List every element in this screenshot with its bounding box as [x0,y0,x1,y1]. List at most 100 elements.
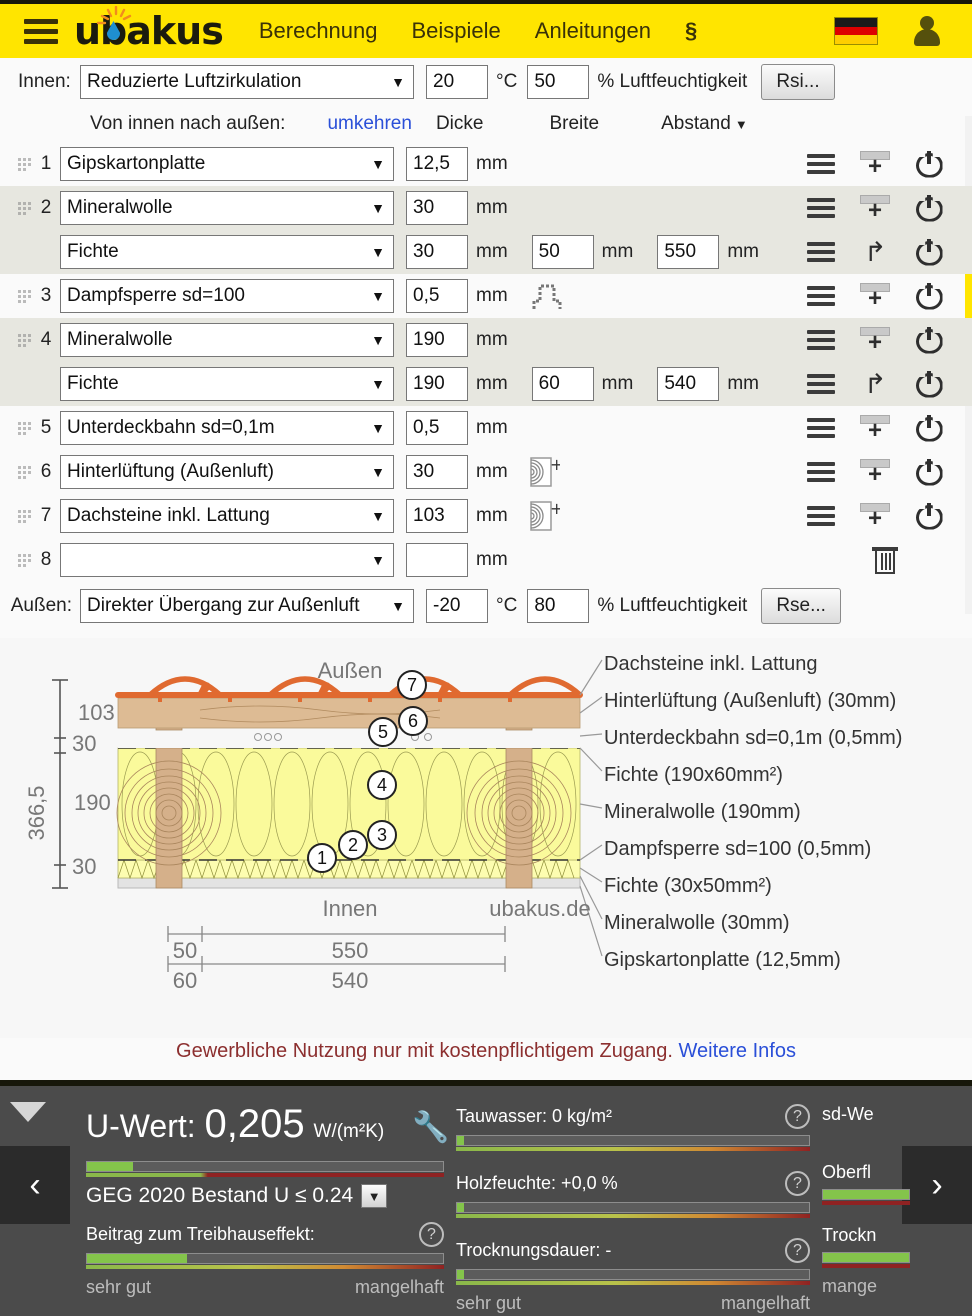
rse-button[interactable]: Rse... [761,588,841,624]
question-icon[interactable]: ? [785,1238,810,1263]
drag-handle-icon[interactable] [18,333,32,347]
question-icon[interactable]: ? [419,1222,444,1247]
brand-logo[interactable]: ubakus [74,4,224,58]
layer-menu-icon[interactable] [806,457,836,487]
layer-material-select[interactable] [60,543,394,577]
layer-material-select[interactable] [60,147,394,181]
next-page-button[interactable]: › [902,1146,972,1224]
drag-handle-icon[interactable] [18,421,32,435]
collapse-panel-icon[interactable] [10,1102,46,1122]
beam-width-input[interactable] [531,367,594,401]
add-layer-icon[interactable]: + [860,501,890,531]
inside-temperature-input[interactable] [426,65,488,99]
layer-material-select[interactable] [60,191,394,225]
diagram-badge-1[interactable]: 1 [307,843,337,873]
hamburger-icon[interactable] [14,18,68,44]
drag-handle-icon[interactable] [18,509,32,523]
layer-thickness-input[interactable] [406,191,468,225]
toggle-layer-icon[interactable] [914,325,944,355]
wrench-icon[interactable]: 🔧 [412,1111,450,1144]
remove-beam-icon[interactable]: ↰ [863,368,887,399]
outside-humidity-input[interactable] [527,589,590,623]
layer-menu-icon[interactable] [806,413,836,443]
layer-material-select[interactable] [60,279,394,313]
layer-menu-icon[interactable] [806,149,836,179]
add-beam-icon[interactable]: + [529,500,560,532]
layer-thickness-input[interactable] [406,323,468,357]
beam-thickness-input[interactable] [406,235,468,269]
layer-material-select[interactable] [60,411,394,445]
layer-menu-icon[interactable] [806,237,836,267]
outside-temperature-input[interactable] [426,589,488,623]
layer-material-select[interactable] [60,323,394,357]
add-layer-icon[interactable]: + [860,281,890,311]
diagram-badge-4[interactable]: 4 [367,770,397,800]
drag-handle-icon[interactable] [18,157,32,171]
nav-item-impressum[interactable]: § [685,18,698,43]
diagram-badge-5[interactable]: 5 [368,717,398,747]
beam-material-select[interactable] [60,235,394,269]
toggle-layer-icon[interactable] [914,237,944,267]
layer-thickness-input[interactable] [406,543,468,577]
reverse-link[interactable]: umkehren [327,113,412,134]
rsi-button[interactable]: Rsi... [761,64,835,100]
add-layer-icon[interactable]: + [860,149,890,179]
layer-thickness-input[interactable] [406,499,468,533]
question-icon[interactable]: ? [785,1104,810,1129]
add-layer-icon[interactable]: + [860,193,890,223]
toggle-layer-icon[interactable] [914,281,944,311]
toggle-layer-icon[interactable] [914,413,944,443]
abstand-caret-icon[interactable]: ▼ [734,116,748,132]
layer-menu-icon[interactable] [806,281,836,311]
toggle-layer-icon[interactable] [914,193,944,223]
layer-row: 4 ▼ mm + [0,318,972,362]
de-flag-icon[interactable] [834,17,878,45]
layer-menu-icon[interactable] [806,325,836,355]
diagram-badge-6[interactable]: 6 [398,706,428,736]
layer-thickness-input[interactable] [406,147,468,181]
beam-width-input[interactable] [531,235,594,269]
notice-link[interactable]: Weitere Infos [678,1040,796,1062]
outside-transition-select[interactable] [80,589,414,623]
diagram-badge-3[interactable]: 3 [367,820,397,850]
beam-thickness-input[interactable] [406,367,468,401]
prev-page-button[interactable]: ‹ [0,1146,70,1224]
layer-thickness-input[interactable] [406,279,468,313]
beam-spacing-input[interactable] [657,367,720,401]
vapour-barrier-icon[interactable] [530,281,564,311]
toggle-layer-icon[interactable] [914,501,944,531]
layer-menu-icon[interactable] [806,369,836,399]
inside-transition-select[interactable] [80,65,414,99]
toggle-layer-icon[interactable] [914,457,944,487]
drag-handle-icon[interactable] [18,465,32,479]
add-layer-icon[interactable]: + [860,325,890,355]
drag-handle-icon[interactable] [18,553,32,567]
inside-humidity-input[interactable] [527,65,590,99]
question-icon[interactable]: ? [785,1171,810,1196]
drag-handle-icon[interactable] [18,289,32,303]
beam-material-select[interactable] [60,367,394,401]
scale-bad: mangelhaft [354,1277,444,1297]
remove-beam-icon[interactable]: ↰ [863,236,887,267]
layer-menu-icon[interactable] [806,193,836,223]
toggle-layer-icon[interactable] [914,369,944,399]
diagram-badge-7[interactable]: 7 [397,670,427,700]
delete-layer-icon[interactable] [870,545,900,575]
add-layer-icon[interactable]: + [860,457,890,487]
layer-material-select[interactable] [60,499,394,533]
account-icon[interactable] [914,16,940,46]
layer-menu-icon[interactable] [806,501,836,531]
layer-material-select[interactable] [60,455,394,489]
layer-thickness-input[interactable] [406,411,468,445]
toggle-layer-icon[interactable] [914,149,944,179]
add-layer-icon[interactable]: + [860,413,890,443]
drag-handle-icon[interactable] [18,201,32,215]
nav-item-beispiele[interactable]: Beispiele [411,18,501,43]
diagram-badge-2[interactable]: 2 [338,830,368,860]
geg-dropdown-icon[interactable]: ▼ [361,1184,388,1208]
nav-item-berechnung[interactable]: Berechnung [258,18,378,43]
nav-item-anleitungen[interactable]: Anleitungen [534,18,651,43]
layer-thickness-input[interactable] [406,455,468,489]
add-beam-icon[interactable]: + [529,456,560,488]
beam-spacing-input[interactable] [657,235,720,269]
